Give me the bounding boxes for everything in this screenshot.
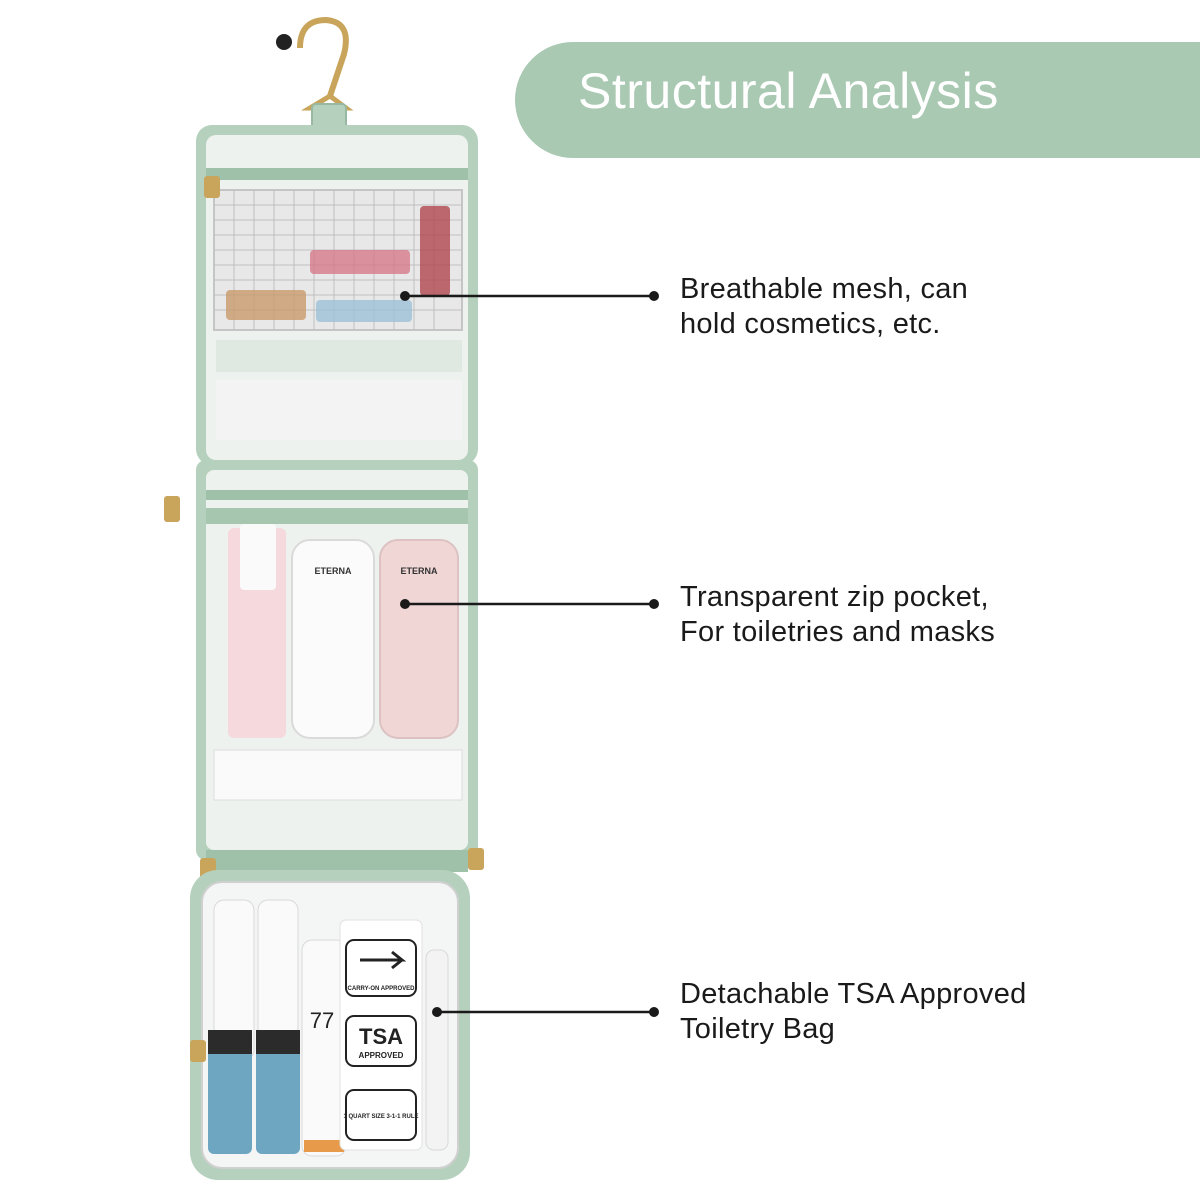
- callout-2-line-1: Transparent zip pocket,: [680, 581, 989, 613]
- page-title: Structural Analysis: [578, 63, 999, 119]
- callout-line-3: [432, 1007, 659, 1017]
- title-banner: [515, 42, 1200, 158]
- tsa-label: TSA: [359, 1024, 403, 1049]
- callout-line-2: [400, 599, 659, 609]
- transparent-pocket-panel: ETERNA ETERNA: [164, 460, 478, 860]
- callout-2-line-2: For toiletries and masks: [680, 616, 996, 648]
- callout-1-line-2: hold cosmetics, etc.: [680, 308, 941, 340]
- quart-label: 1 QUART SIZE 3-1-1 RULE: [343, 1114, 418, 1120]
- callout-lines: [400, 291, 659, 1017]
- bottle-brand-1: ETERNA: [314, 566, 352, 576]
- tsa-bag-panel: 77 CARRY-ON APPROVED TSA APPROVED 1 QUAR…: [190, 848, 484, 1180]
- callout-breathable-mesh: Breathable mesh, can hold cosmetics, etc…: [680, 272, 968, 342]
- bottle-number: 77: [310, 1008, 334, 1033]
- callout-line-1: [400, 291, 659, 301]
- callout-1-line-1: Breathable mesh, can: [680, 273, 969, 305]
- callout-3-line-1: Detachable TSA Approved: [680, 978, 1027, 1010]
- hanger-hook: [276, 16, 354, 143]
- carry-on-label: CARRY-ON APPROVED: [348, 986, 416, 992]
- callout-tsa-bag: Detachable TSA Approved Toiletry Bag: [680, 977, 1027, 1047]
- callout-3-line-2: Toiletry Bag: [680, 1013, 836, 1045]
- callout-transparent-pocket: Transparent zip pocket, For toiletries a…: [680, 580, 995, 650]
- tsa-sub-label: APPROVED: [359, 1051, 404, 1060]
- bottle-brand-2: ETERNA: [400, 566, 438, 576]
